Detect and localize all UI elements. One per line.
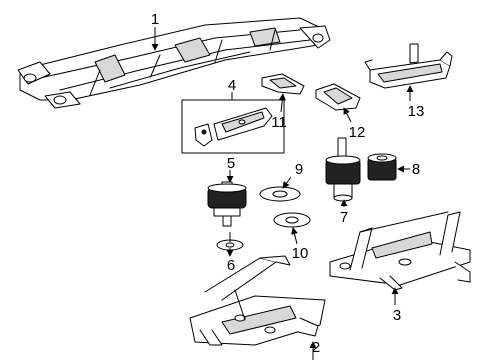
leader-9 [282,176,292,189]
leader-11 [278,93,286,113]
plate-lower-drawing [273,212,311,228]
callout-6: 6 [227,257,235,274]
skid-plate-medium-drawing [315,83,361,111]
callout-1: 1 [151,11,159,28]
leader-12 [343,107,352,123]
callout-3: 3 [393,307,401,324]
frame-drawing [17,17,331,109]
callout-2: 2 [312,339,320,356]
callout-4: 4 [228,77,236,94]
rear-crossmember-drawing [189,255,326,346]
skid-plate-small-drawing [261,73,305,95]
callout-7: 7 [340,209,348,226]
leader-10 [291,227,298,245]
body-mount-lower-drawing [207,181,247,227]
callout-12: 12 [349,124,366,141]
callout-8: 8 [412,161,420,178]
callout-10: 10 [292,245,309,262]
callout-5: 5 [227,155,235,172]
callout-13: 13 [408,103,425,120]
front-crossmember-drawing [329,211,471,291]
plate-upper-drawing [259,186,301,202]
skid-plate-large-drawing [364,43,453,89]
callout-11: 11 [271,114,287,131]
callout-9: 9 [295,161,303,178]
cushion-drawing [367,153,397,181]
body-mount-upper-drawing [325,137,361,202]
bracket-kit-drawing [181,99,285,154]
